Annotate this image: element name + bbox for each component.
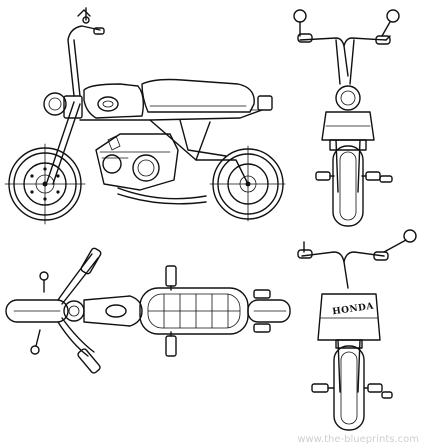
top-handlebar	[30, 247, 102, 374]
rear-handlebar	[297, 229, 417, 289]
top-footpegs	[165, 265, 177, 357]
rear-wheel	[333, 339, 365, 431]
top-front-tyre	[5, 299, 69, 323]
rear-body: HONDA	[317, 293, 381, 349]
front-footpegs	[315, 171, 393, 183]
side-front-wheel	[4, 143, 86, 225]
top-view	[5, 247, 291, 374]
top-tank	[63, 295, 143, 327]
side-fork-handlebar	[46, 7, 105, 185]
side-seat	[141, 78, 255, 113]
top-rear-tyre	[247, 289, 291, 333]
top-seat	[139, 287, 249, 335]
watermark: www.the-blueprints.com	[297, 434, 419, 445]
rear-view: HONDA	[297, 229, 417, 431]
front-view	[293, 9, 400, 227]
side-fuel-tank	[83, 83, 145, 119]
front-wheel	[332, 139, 364, 227]
front-handlebar	[293, 9, 400, 85]
front-body	[321, 111, 375, 151]
rear-footpegs	[311, 383, 393, 399]
side-engine	[95, 133, 207, 205]
side-view	[4, 7, 286, 225]
front-headlight	[335, 85, 361, 111]
side-headlight	[43, 92, 67, 116]
brand-label: HONDA	[332, 301, 375, 317]
